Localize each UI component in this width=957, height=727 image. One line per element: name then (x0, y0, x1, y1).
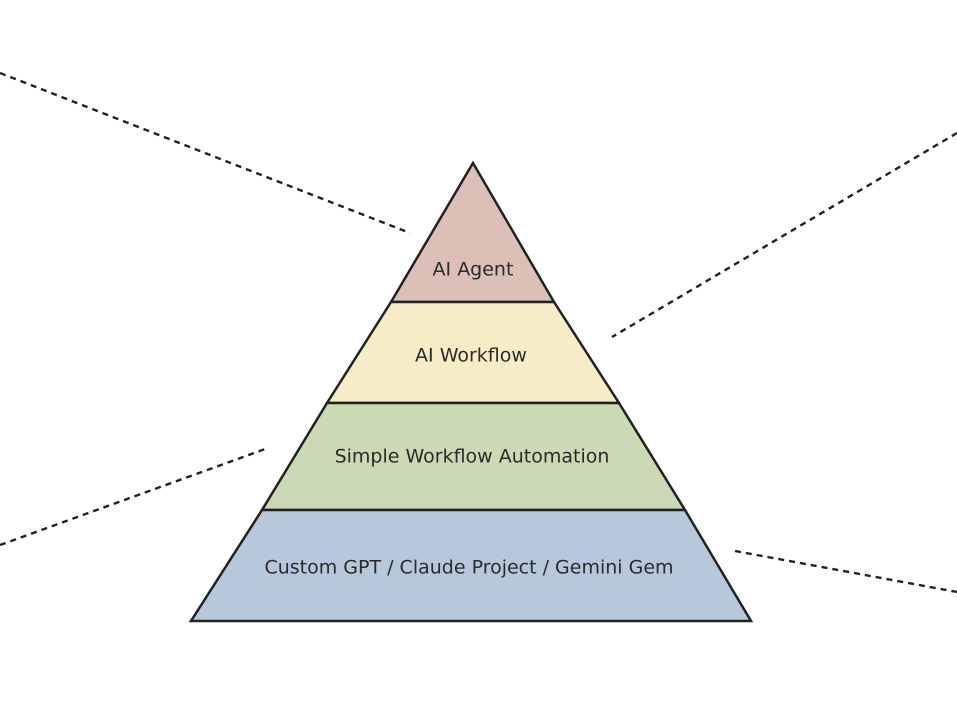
connector-line-middle-left (0, 446, 269, 547)
connector-lines (0, 71, 957, 594)
connector-line-bottom-right (734, 549, 957, 594)
tier-simple-workflow-automation-label: Simple Workflow Automation (335, 446, 610, 468)
tier-custom-gpt-label: Custom GPT / Claude Project / Gemini Gem (264, 557, 673, 579)
connector-line-top-left (0, 71, 411, 235)
tier-custom-gpt-shape (188, 508, 754, 623)
tier-ai-agent-label: AI Agent (433, 259, 514, 281)
connector-line-top-right (611, 131, 957, 339)
tier-ai-workflow-label: AI Workflow (415, 345, 527, 367)
pyramid: AI Agent AI Workflow Simple Workflow Aut… (188, 160, 754, 623)
tier-ai-agent-shape (388, 160, 557, 304)
